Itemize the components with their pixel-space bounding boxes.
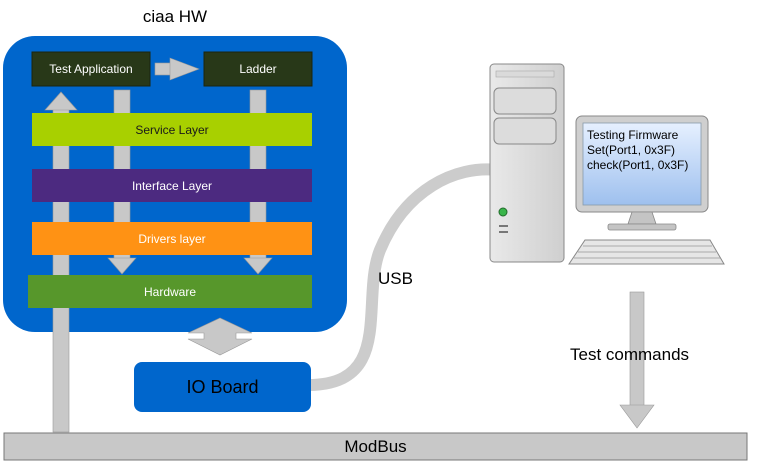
monitor-line-1: Testing Firmware — [587, 128, 679, 142]
modbus-shaft — [52, 107, 70, 433]
keyboard-icon — [568, 239, 725, 265]
usb-cable — [302, 163, 504, 391]
arrow-down-left — [107, 257, 137, 275]
ladder-label: Ladder — [239, 62, 277, 76]
double-arrow-hardware-io — [187, 317, 253, 356]
usb-label: USB — [378, 269, 413, 288]
monitor-icon — [575, 115, 709, 231]
service-layer-label: Service Layer — [135, 122, 209, 137]
drivers-layer-label: Drivers layer — [138, 231, 206, 246]
computer-tower-icon — [489, 63, 565, 263]
arrow-right-shaft — [154, 62, 172, 76]
test-commands-label: Test commands — [570, 345, 690, 364]
test-application-label: Test Application — [49, 62, 133, 76]
interface-layer-label: Interface Layer — [131, 178, 213, 193]
drivers-layer-box — [32, 222, 312, 255]
monitor-screen-text: Testing Firmware Set(Port1, 0x3F) check(… — [587, 128, 688, 173]
monitor-line-3: check(Port1, 0x3F) — [587, 158, 689, 172]
interface-layer-box — [32, 169, 312, 202]
io-board — [134, 362, 311, 412]
modbus-bar — [3, 432, 748, 461]
io-board-label: IO Board — [186, 376, 259, 397]
diagram-title: ciaa HW — [142, 7, 208, 26]
hardware-label: Hardware — [143, 284, 197, 299]
arrow-down-right — [243, 257, 273, 275]
hardware-box — [28, 275, 312, 308]
arrow-up-test-application — [44, 91, 78, 111]
monitor-line-2: Set(Port1, 0x3F) — [587, 143, 676, 157]
arrow-right-test-to-ladder — [169, 57, 200, 81]
service-layer-box — [32, 113, 312, 146]
test-application-box — [31, 51, 151, 87]
ladder-box — [203, 51, 313, 87]
arrow-down-test-commands — [619, 404, 655, 429]
modbus-label: ModBus — [344, 436, 407, 456]
